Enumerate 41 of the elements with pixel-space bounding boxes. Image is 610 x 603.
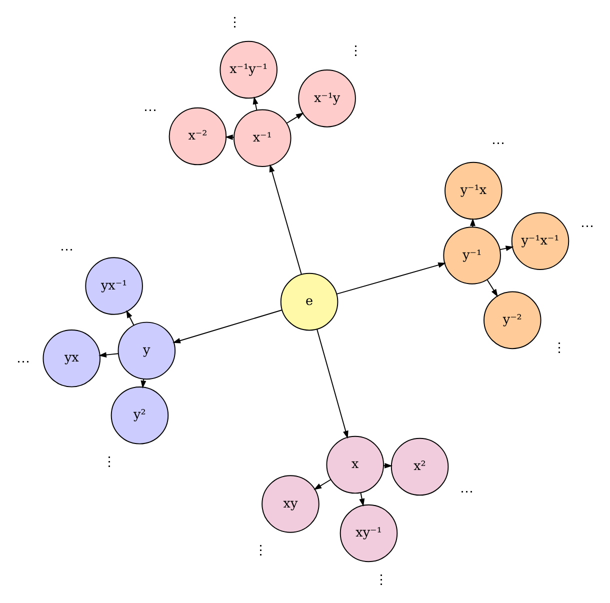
node-circle: x	[326, 436, 384, 494]
label: ⋮	[102, 454, 116, 470]
node-circle: x⁻¹y⁻¹	[219, 40, 277, 99]
arrow	[172, 310, 282, 344]
node-circle: y	[117, 322, 176, 380]
node-circle: x²	[390, 438, 448, 496]
arrow	[286, 112, 304, 124]
node-circle: x⁻¹y	[298, 70, 356, 128]
arrow	[486, 279, 498, 297]
arrow	[336, 262, 446, 294]
node-circle: x⁻²	[168, 107, 226, 166]
node-circle: y⁻¹x⁻¹	[510, 212, 569, 270]
label: ⋯	[459, 484, 474, 500]
node-circle: x⁻¹	[233, 109, 291, 168]
node-circle: yx⁻¹	[84, 257, 142, 315]
label: ⋮	[228, 14, 242, 30]
node-circle: y⁻²	[483, 291, 541, 350]
label: ⋮	[348, 43, 363, 60]
arrow	[268, 164, 302, 275]
node-circle: xy	[261, 475, 319, 533]
node-circle: y⁻¹	[442, 226, 500, 284]
label: ⋯	[490, 135, 505, 152]
arrow	[316, 328, 348, 439]
label: ⋮	[552, 340, 566, 356]
label: ⋮	[374, 572, 388, 588]
node-circle: e	[280, 272, 338, 331]
arrow	[499, 246, 514, 252]
label: ⋮	[254, 542, 268, 559]
arrow	[313, 479, 331, 490]
label: ⋯	[143, 102, 158, 119]
arrow	[98, 352, 118, 358]
node-circle: y²	[110, 386, 168, 444]
arrow	[358, 492, 364, 507]
label: ⋯	[60, 242, 74, 258]
arrow	[252, 96, 258, 110]
label: ⋯	[580, 218, 594, 235]
arrow	[126, 310, 134, 326]
label: ⋯	[16, 354, 30, 370]
node-circle: y⁻¹x	[444, 162, 502, 220]
node-circle: yx	[42, 330, 100, 388]
node-circle: xy⁻¹	[339, 504, 398, 562]
